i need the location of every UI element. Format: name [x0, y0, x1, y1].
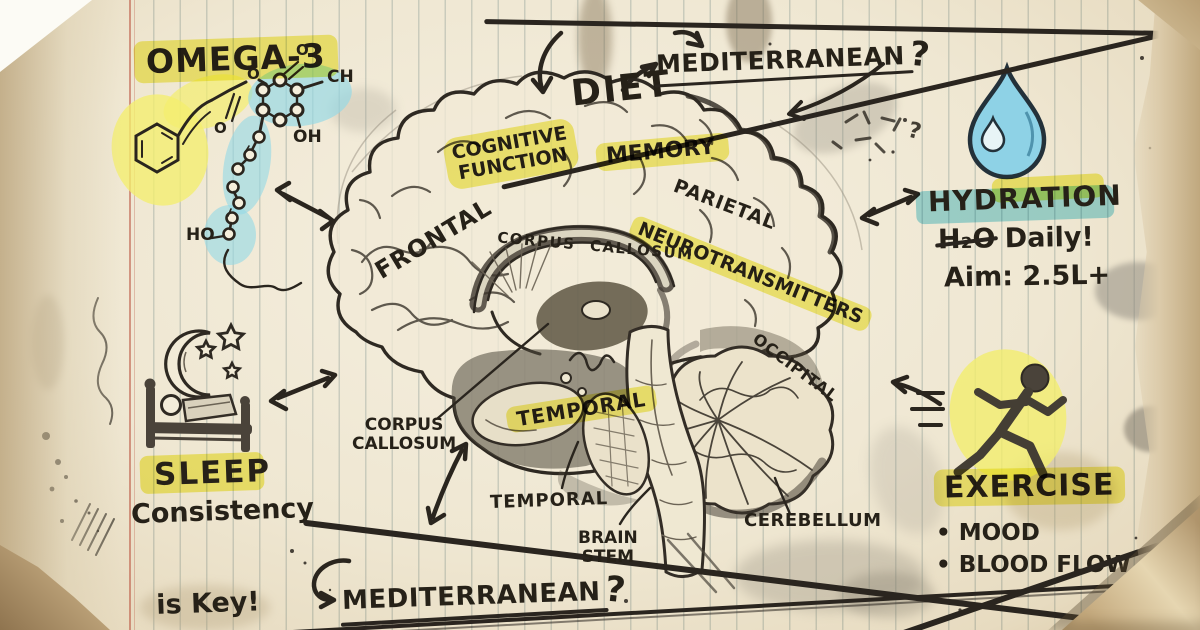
mediterranean-bottom-qmark: ?: [603, 568, 629, 612]
runner-icon: [949, 349, 1067, 481]
brain-label-brainstem: BRAIN STEM: [578, 529, 638, 566]
brainstem-line1: BRAIN: [578, 528, 638, 548]
brain-label-temporal: TEMPORAL: [489, 487, 609, 514]
hydration-brain-arrow-icon: [859, 187, 921, 227]
mediterranean-top-text: MEDITERRANEAN: [655, 41, 906, 79]
bullet-icon: •: [936, 552, 951, 578]
exercise-bullet-mood-text: MOOD: [958, 520, 1040, 546]
sleep-brain-arrow-icon: [268, 368, 338, 412]
atom-label-o: O: [214, 119, 227, 137]
mediterranean-top-qmark: ?: [907, 33, 932, 75]
brainstem-line2: STEM: [581, 546, 635, 567]
atom-label-o: O: [296, 41, 309, 59]
corpus-line1: CORPUS: [364, 415, 444, 435]
star-icon: [224, 363, 239, 377]
bullet-icon: •: [936, 520, 951, 546]
cerebellum-pointer-line: [773, 476, 792, 516]
atom-label-o: O: [247, 65, 260, 83]
star-icon: [197, 341, 214, 357]
diet-top-arrow-icon: [530, 30, 564, 95]
hydration-aim-line: Aim: 2.5L+: [943, 259, 1111, 294]
atom-label-ch: CH: [327, 67, 354, 87]
diet-to-mediterranean-arrow-icon: [672, 29, 705, 49]
star-icon: [219, 325, 244, 349]
brainstem-pointer-line: [618, 486, 652, 526]
bed-icon: [144, 378, 253, 452]
hydration-daily-line: H₂O Daily!: [937, 221, 1095, 256]
speed-lines-icon: [910, 391, 945, 427]
corpus-line2: CALLOSUM: [352, 433, 457, 454]
exercise-title: EXERCISE: [933, 466, 1125, 507]
h2o-struck-text: H₂O: [937, 223, 996, 256]
daily-text: Daily!: [1004, 221, 1095, 255]
corpus-callosum-pointer-line: [436, 322, 550, 420]
sleep-title: SLEEP: [153, 452, 272, 494]
exercise-bullet-mood: • MOOD: [936, 520, 1040, 546]
exercise-brain-arrow-icon: [890, 374, 943, 407]
temporal-pointer-line: [560, 440, 580, 490]
hydration-title: HYDRATION: [927, 178, 1123, 219]
brain-label-cerebellum: CEREBELLUM: [744, 510, 882, 531]
sleep-line1: Consistency: [130, 492, 315, 531]
atom-label-ho: HO: [186, 225, 215, 245]
corpus-diet-arrow-icon: [425, 441, 469, 526]
molecule-icon: [111, 60, 352, 292]
brain-label-corpus-callosum: CORPUS CALLOSUM: [352, 416, 456, 453]
mediterranean-bottom-text: MEDITERRANEAN: [341, 576, 601, 616]
margin-line: [129, 0, 135, 630]
water-drop-icon: [967, 61, 1047, 180]
atom-label-oh: OH: [293, 127, 322, 147]
omega-brain-arrow-icon: [274, 180, 336, 232]
crescent-moon-icon: [164, 329, 211, 399]
